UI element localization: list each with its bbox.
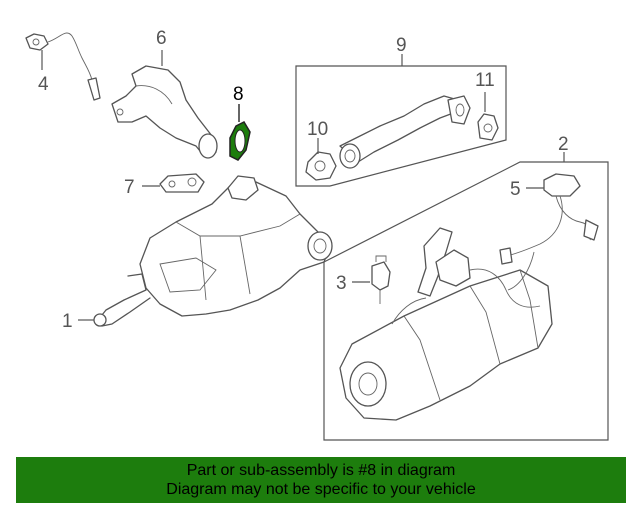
callout-2[interactable]: 2 <box>558 134 569 155</box>
part-6-pipe[interactable] <box>111 65 218 159</box>
callout-10[interactable]: 10 <box>307 119 328 140</box>
part-2-tube <box>507 251 535 291</box>
banner-line-2: Diagram may not be specific to your vehi… <box>166 481 476 498</box>
callout-4[interactable]: 3 <box>336 273 347 294</box>
part-10-gasket[interactable] <box>305 151 337 181</box>
callout-11[interactable]: 11 <box>475 70 495 91</box>
part-8-gasket[interactable] <box>229 121 251 161</box>
callout-3[interactable]: 4 <box>38 74 49 95</box>
callout-7[interactable]: 7 <box>124 177 135 198</box>
group-2-box <box>323 161 609 441</box>
callout-6[interactable]: 6 <box>156 28 167 49</box>
info-banner: Part or sub-assembly is #8 in diagram Di… <box>16 457 626 503</box>
part-9-pipe[interactable] <box>339 95 471 169</box>
part-2-module[interactable] <box>339 227 553 421</box>
callout-9[interactable]: 9 <box>396 35 407 56</box>
callout-8[interactable]: 8 <box>233 84 244 105</box>
part-11-gasket[interactable] <box>477 113 499 141</box>
callout-5[interactable]: 5 <box>510 179 521 200</box>
parts-diagram: 4 6 8 7 1 9 <box>25 28 609 441</box>
part-4-sensor[interactable] <box>371 255 391 304</box>
callout-1[interactable]: 1 <box>62 311 73 332</box>
part-1-assembly[interactable] <box>93 175 333 327</box>
part-5-sensor[interactable] <box>499 173 599 265</box>
group-9-box <box>295 65 507 187</box>
banner-line-1: Part or sub-assembly is #8 in diagram <box>186 462 456 479</box>
part-7-gasket[interactable] <box>159 173 205 193</box>
part-3-sensor[interactable] <box>25 32 101 101</box>
